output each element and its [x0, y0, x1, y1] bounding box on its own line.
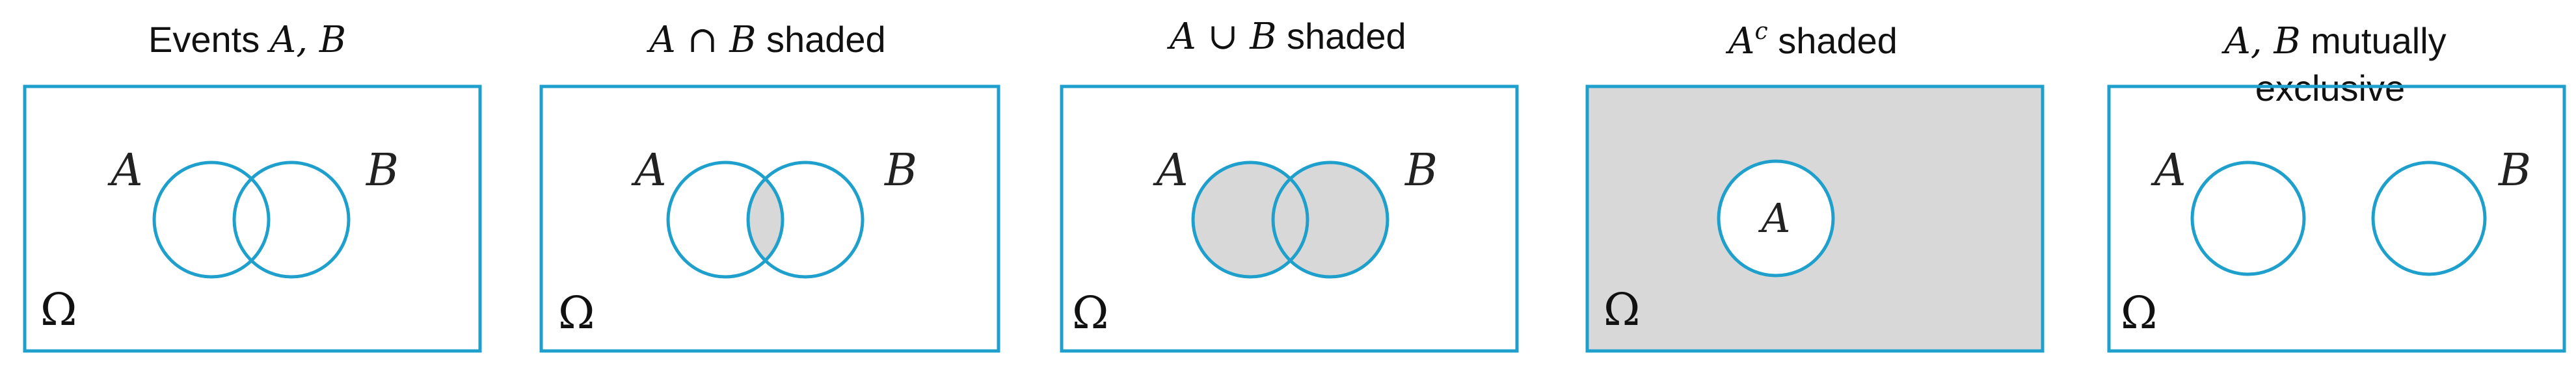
omega-symbol: Ω [1603, 285, 1640, 336]
set-b-circle [746, 161, 865, 279]
set-b-circle [232, 161, 351, 279]
omega-symbol: Ω [2121, 288, 2157, 339]
set-b-label: B [365, 145, 399, 196]
set-a-label: A [1758, 194, 1791, 242]
panel-title-mutually-exclusive-line1: A, B mutually [2221, 20, 2446, 62]
set-a-circle [1191, 161, 1309, 279]
sample-space-box [1060, 84, 1519, 353]
panel-title-complement: Ac shaded [1725, 18, 1898, 62]
set-b-circle [1271, 161, 1389, 279]
set-b-label: B [1404, 145, 1438, 196]
omega-symbol: Ω [40, 285, 77, 336]
panel-union: A ∪ B shaded A B Ω [1060, 16, 1519, 353]
set-a-circle [1717, 159, 1835, 278]
set-b-label: B [883, 145, 917, 196]
set-b-label: B [2497, 145, 2531, 196]
panel-title-intersection: A ∩ B shaded [646, 19, 885, 61]
sample-space-box [539, 84, 1000, 353]
panel-complement: Ac shaded A Ω [1585, 18, 2045, 353]
set-a-circle [2190, 161, 2306, 276]
omega-symbol: Ω [1072, 288, 1108, 339]
panel-intersection: A ∩ B shaded A B Ω [539, 19, 1000, 353]
omega-symbol: Ω [558, 288, 595, 339]
panel-title-events: Events A, B [148, 19, 346, 61]
panel-mutually-exclusive: A, B mutually exclusive A B Ω [2107, 20, 2566, 353]
set-a-label: A [107, 145, 142, 196]
sample-space-box [2107, 84, 2566, 353]
set-b-circle [2371, 161, 2487, 276]
set-a-label: A [2150, 145, 2186, 196]
set-a-label: A [1152, 145, 1188, 196]
set-a-circle [666, 161, 785, 279]
set-a-label: A [630, 145, 666, 196]
sample-space-box [23, 84, 482, 353]
set-a-circle [152, 161, 271, 279]
panel-events: Events A, B A B Ω [23, 19, 482, 353]
panel-title-union: A ∪ B shaded [1166, 16, 1406, 58]
